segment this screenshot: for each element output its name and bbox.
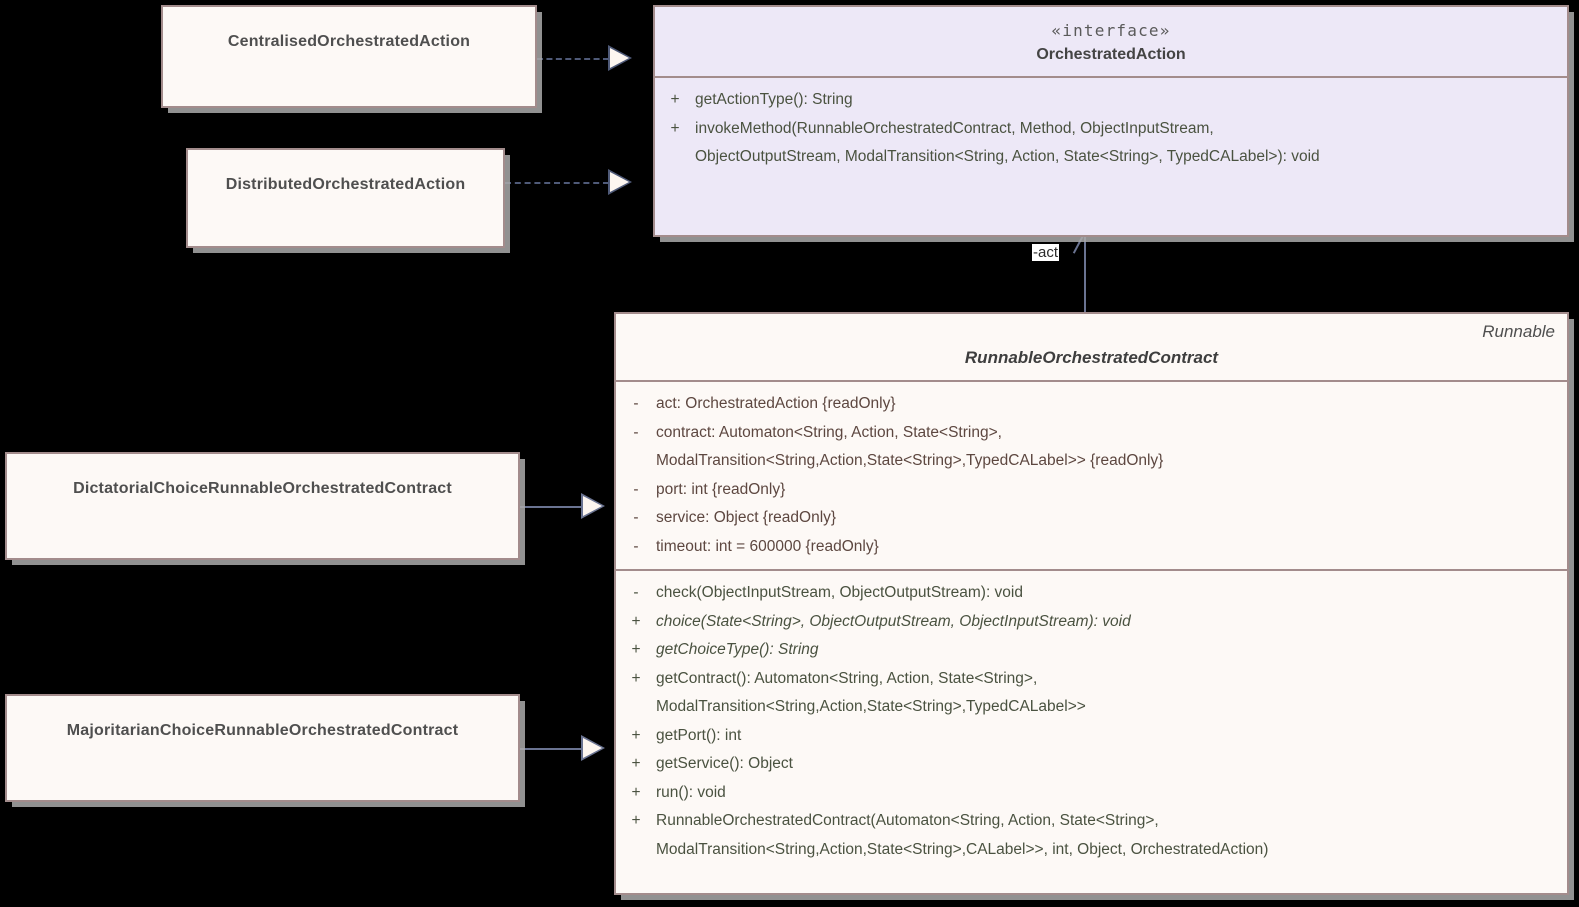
class-name-distributed: DistributedOrchestratedAction	[225, 176, 466, 193]
operation-visibility: +	[631, 812, 641, 829]
interface-operation-visibility: +	[670, 119, 680, 137]
attribute-row: -contract: Automaton<String, Action, Sta…	[616, 419, 1567, 476]
operation-visibility: +	[631, 612, 641, 630]
operation-row: + getService(): Object	[616, 750, 1567, 779]
association-arrowhead-act-right	[1072, 235, 1084, 254]
contract-attributes-list: -act: OrchestratedAction {readOnly}-cont…	[616, 382, 1567, 569]
operation-row: + getChoiceType(): String	[616, 636, 1567, 665]
attribute-row: -timeout: int = 600000 {readOnly}	[616, 533, 1567, 562]
operation-signature: getChoiceType(): String	[656, 641, 819, 658]
operation-row: -check(ObjectInputStream, ObjectOutputSt…	[616, 579, 1567, 608]
operation-row: + choice(State<String>, ObjectOutputStrea…	[616, 608, 1567, 637]
operation-signature: RunnableOrchestratedContract(Automaton<S…	[656, 807, 1567, 864]
operation-visibility: +	[631, 641, 641, 658]
operation-signature: choice(State<String>, ObjectOutputStream…	[656, 612, 1131, 630]
class-name-dictatorial: DictatorialChoiceRunnableOrchestratedCon…	[73, 480, 452, 497]
operation-row: + run(): void	[616, 779, 1567, 808]
attribute-signature: act: OrchestratedAction {readOnly}	[656, 395, 896, 412]
class-box-distributed-orchestrated-action[interactable]: DistributedOrchestratedAction	[186, 148, 505, 248]
operation-visibility: +	[631, 726, 641, 744]
compartment-separator-attributes	[616, 380, 1567, 382]
attribute-row: -act: OrchestratedAction {readOnly}	[616, 390, 1567, 419]
compartment-separator	[655, 76, 1567, 78]
attribute-visibility: -	[633, 423, 639, 441]
realization-arrowhead-centralised-fill	[610, 47, 629, 68]
generalization-arrowhead-majoritarian-fill	[583, 737, 602, 758]
interface-name-orchestrated-action: OrchestratedAction	[1036, 46, 1186, 63]
attribute-visibility: -	[633, 537, 639, 555]
operation-signature-continuation: ModalTransition<String,Action,State<Stri…	[656, 698, 1086, 715]
class-name-centralised: CentralisedOrchestratedAction	[227, 33, 471, 50]
operation-row: + getContract(): Automaton<String, Action…	[616, 665, 1567, 722]
operation-visibility: +	[631, 755, 641, 772]
operation-signature: getService(): Object	[656, 755, 793, 772]
attribute-signature: port: int {readOnly}	[656, 480, 786, 498]
interface-operation-row: + invokeMethod(RunnableOrchestratedContra…	[655, 115, 1567, 172]
class-box-runnable-orchestrated-contract[interactable]: Runnable RunnableOrchestratedContract -a…	[614, 312, 1569, 895]
runnable-tag-label: Runnable	[1482, 322, 1555, 341]
operation-row: + getPort(): int	[616, 722, 1567, 751]
interface-operation-signature: invokeMethod(RunnableOrchestratedContrac…	[695, 115, 1567, 172]
operation-signature-continuation: ModalTransition<String,Action,State<Stri…	[656, 840, 1269, 858]
interface-operation-signature: getActionType(): String	[695, 91, 853, 108]
interface-stereotype-label: «interface»	[1051, 21, 1171, 40]
attribute-signature: service: Object {readOnly}	[656, 509, 837, 526]
class-name-runnable-orchestrated-contract: RunnableOrchestratedContract	[964, 348, 1219, 367]
association-label-act: -act	[1032, 244, 1060, 261]
contract-operations-list: -check(ObjectInputStream, ObjectOutputSt…	[616, 571, 1567, 872]
association-line-act	[1084, 236, 1086, 318]
generalization-arrowhead-dictatorial-fill	[583, 495, 602, 516]
attribute-row: -service: Object {readOnly}	[616, 504, 1567, 533]
attribute-signature-continuation: ModalTransition<String,Action,State<Stri…	[656, 452, 1164, 469]
attribute-signature: timeout: int = 600000 {readOnly}	[656, 537, 879, 555]
attribute-visibility: -	[633, 395, 639, 412]
attribute-signature: contract: Automaton<String, Action, Stat…	[656, 419, 1567, 476]
realization-line-centralised	[537, 58, 609, 60]
operation-visibility: +	[631, 669, 641, 687]
interface-operation-row: + getActionType(): String	[655, 86, 1567, 115]
operation-row: + RunnableOrchestratedContract(Automaton<…	[616, 807, 1567, 864]
operation-signature: getContract(): Automaton<String, Action,…	[656, 665, 1567, 722]
generalization-line-majoritarian	[520, 748, 582, 750]
attribute-row: -port: int {readOnly}	[616, 476, 1567, 505]
class-box-majoritarian-choice[interactable]: MajoritarianChoiceRunnableOrchestratedCo…	[5, 694, 520, 802]
operation-signature: run(): void	[656, 783, 726, 801]
interface-operation-visibility: +	[670, 91, 680, 108]
operation-signature: getPort(): int	[656, 726, 742, 744]
compartment-separator-operations	[616, 569, 1567, 571]
operation-visibility: +	[631, 783, 641, 801]
generalization-line-dictatorial	[520, 506, 582, 508]
realization-line-distributed	[505, 182, 609, 184]
interface-header: «interface» OrchestratedAction	[655, 7, 1567, 76]
class-name-majoritarian: MajoritarianChoiceRunnableOrchestratedCo…	[66, 722, 459, 739]
class-box-dictatorial-choice[interactable]: DictatorialChoiceRunnableOrchestratedCon…	[5, 452, 520, 560]
interface-operations-list: + getActionType(): String + invokeMethod(Ru…	[655, 78, 1567, 180]
contract-header: Runnable RunnableOrchestratedContract	[616, 314, 1567, 380]
operation-visibility: -	[633, 584, 639, 601]
operation-signature: check(ObjectInputStream, ObjectOutputStr…	[656, 584, 1023, 601]
attribute-visibility: -	[633, 480, 639, 498]
interface-box-orchestrated-action[interactable]: «interface» OrchestratedAction + getActio…	[653, 5, 1569, 237]
realization-arrowhead-distributed-fill	[610, 171, 629, 192]
interface-operation-signature-continuation: ObjectOutputStream, ModalTransition<Stri…	[695, 148, 1320, 165]
class-box-centralised-orchestrated-action[interactable]: CentralisedOrchestratedAction	[161, 5, 537, 108]
attribute-visibility: -	[633, 509, 639, 526]
